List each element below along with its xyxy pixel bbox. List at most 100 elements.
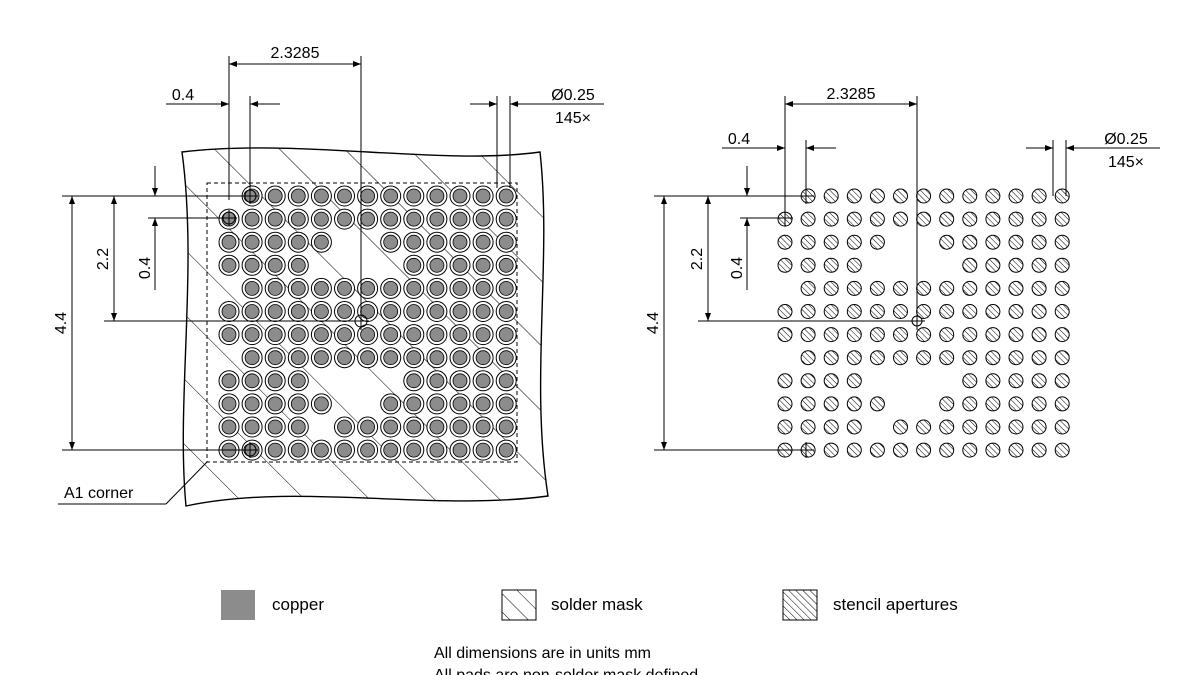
pad [218, 301, 240, 322]
pad [1054, 234, 1070, 250]
pad [869, 211, 885, 227]
legend-stencil-swatch [782, 589, 818, 621]
pad [939, 211, 955, 227]
pad [449, 393, 471, 415]
pad [1008, 280, 1024, 296]
pad [449, 277, 471, 299]
pad [495, 208, 517, 230]
pad [403, 231, 425, 253]
pad [777, 304, 793, 319]
pad [916, 327, 932, 343]
pad [1008, 257, 1024, 273]
pad [777, 257, 793, 273]
pad [264, 254, 286, 276]
pad [939, 234, 955, 250]
pad [777, 396, 793, 412]
pad [1031, 257, 1047, 273]
pad [962, 280, 978, 296]
pad [449, 324, 471, 346]
pad [985, 234, 1001, 250]
pad [403, 370, 425, 392]
pad [357, 185, 379, 207]
pad [916, 211, 932, 227]
pad [777, 327, 793, 343]
pad [869, 396, 885, 412]
pad [800, 350, 816, 366]
pad [985, 442, 1001, 458]
pad [310, 277, 332, 299]
pad [1031, 396, 1047, 412]
pad [985, 327, 1001, 343]
pad [916, 419, 932, 435]
pad [893, 350, 908, 366]
pad [241, 370, 263, 392]
pad [1054, 257, 1070, 273]
pad [777, 234, 793, 250]
pad [357, 439, 379, 461]
pad [287, 254, 309, 276]
stencil-dim-pad-pitch: 0.4 [728, 131, 750, 148]
pad [985, 350, 1001, 366]
pad [287, 208, 309, 230]
legend-solder-mask-swatch [501, 589, 537, 621]
pad [869, 327, 885, 343]
pad [380, 347, 402, 369]
pad [264, 347, 286, 369]
pad [823, 396, 839, 412]
a1-corner-label: A1 corner [64, 485, 134, 502]
pad [334, 277, 355, 299]
pad [869, 234, 885, 250]
pad [1031, 373, 1047, 389]
pad [800, 280, 816, 296]
pad [426, 254, 448, 276]
pad [426, 393, 448, 415]
pad [962, 188, 978, 204]
pad [472, 185, 494, 207]
pad [403, 185, 425, 207]
pad [1054, 350, 1070, 366]
pad [287, 324, 309, 346]
pad [241, 347, 263, 369]
pad [472, 347, 494, 369]
pad [287, 185, 309, 207]
pad [380, 393, 402, 415]
legend-stencil-label: stencil apertures [833, 595, 958, 614]
pad [1031, 442, 1047, 458]
pad [962, 396, 978, 412]
pad [495, 231, 517, 253]
pad [846, 257, 862, 273]
pad [472, 370, 494, 392]
pad [334, 324, 355, 346]
pad [380, 277, 402, 299]
pad [380, 301, 402, 322]
pad [472, 393, 494, 415]
pad [1031, 327, 1047, 343]
pad [357, 277, 379, 299]
pad [893, 442, 908, 458]
pad [380, 416, 402, 438]
pad [1008, 234, 1024, 250]
pad [287, 347, 309, 369]
pad [800, 234, 816, 250]
pad [777, 419, 793, 435]
stencil-dimension-arrows [661, 101, 1074, 450]
pcb-dim-diameter: Ø0.25 [551, 87, 595, 104]
pad [241, 324, 263, 346]
pad [800, 327, 816, 343]
note-units: All dimensions are in units mm [434, 645, 651, 662]
pad [893, 304, 908, 319]
pad [846, 373, 862, 389]
pad [357, 416, 379, 438]
pad [846, 327, 862, 343]
pad [985, 211, 1001, 227]
pad [287, 439, 309, 461]
pad [1031, 211, 1047, 227]
pad [357, 208, 379, 230]
pad [264, 277, 286, 299]
pad [1008, 419, 1024, 435]
pad [334, 439, 355, 461]
pad [403, 439, 425, 461]
pad [893, 327, 908, 343]
pad [287, 370, 309, 392]
pad [241, 208, 263, 230]
